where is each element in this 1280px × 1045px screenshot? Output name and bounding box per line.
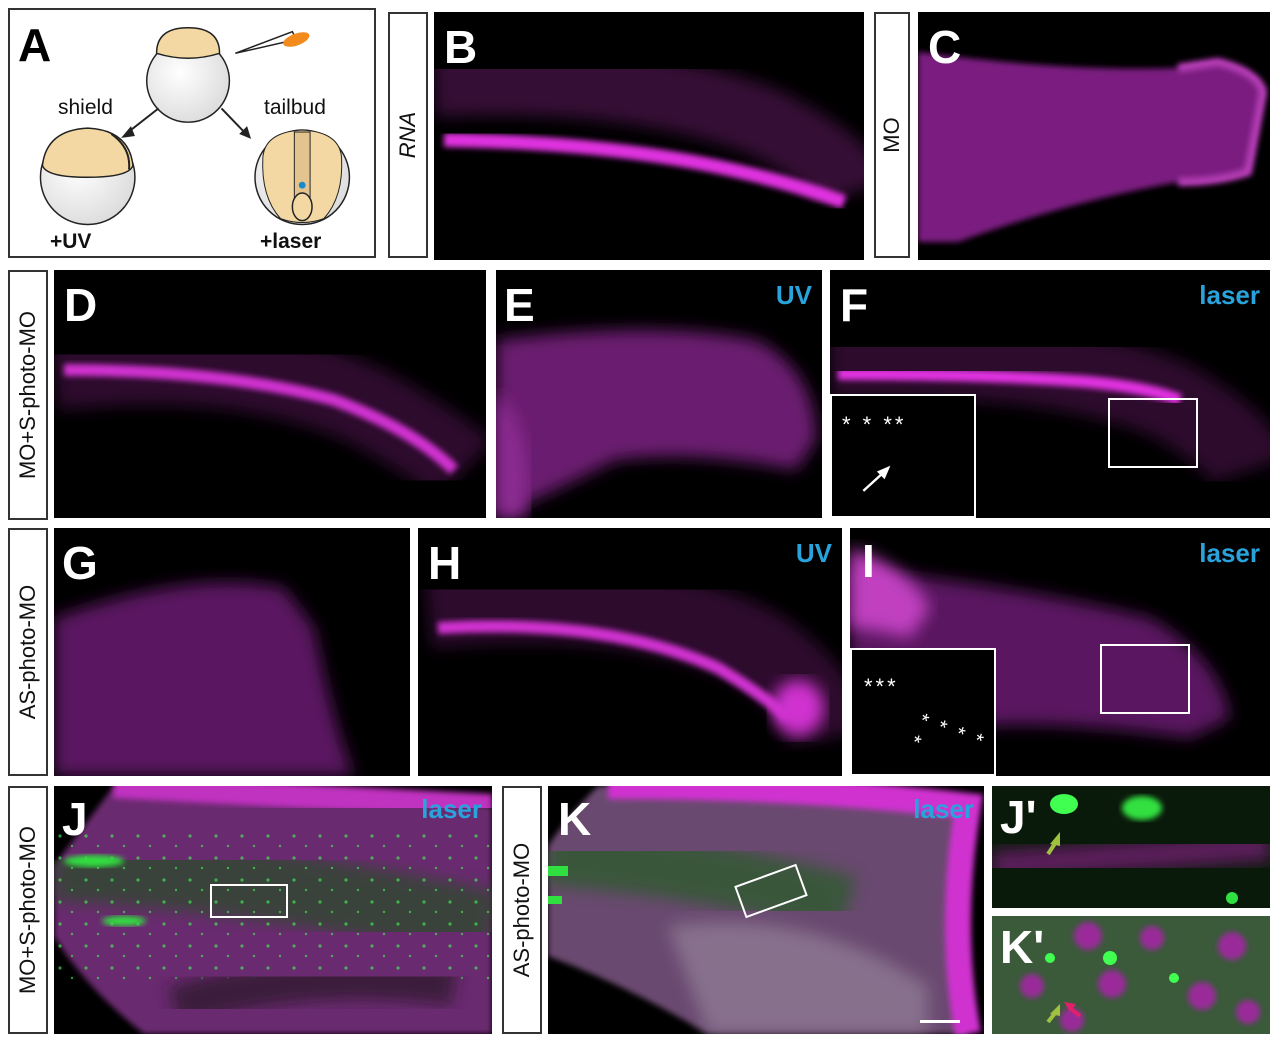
panel-i-letter: I [862,535,875,587]
panel-j-prime-image [992,786,1270,908]
panel-e: E UV [496,270,822,518]
panel-f: F laser * * ** [830,270,1270,518]
panel-d-image [54,325,486,500]
panel-c: C [918,12,1270,260]
panel-k-prime-letter: K' [1000,921,1045,973]
panel-j-prime-letter: J' [1000,791,1037,843]
panel-e-tag: UV [775,280,812,310]
panel-k: K laser [548,786,984,1034]
panel-f-zoom-box [1108,398,1198,468]
panel-j: J laser [54,786,492,1034]
side-label-mo: MO [874,12,910,258]
panel-b-letter: B [444,21,478,73]
panel-g-image [54,582,354,776]
panel-k-prime-image [992,916,1270,1034]
panel-h-tag: UV [795,538,832,568]
panel-j-prime: J' [992,786,1270,908]
panel-g: G [54,528,410,776]
panel-i: I laser *** * * * * * [850,528,1270,776]
panel-d-letter: D [64,279,98,331]
panel-e-letter: E [504,279,535,331]
panel-j-letter: J [62,793,88,845]
panel-k-image [548,786,984,1034]
panel-j-tag: laser [421,794,482,824]
row-label-j: MO+S-photo-MO [8,786,48,1034]
panel-i-zoom-box [1100,644,1190,714]
label-plus-laser: +laser [260,230,322,253]
panel-c-letter: C [928,21,962,73]
panel-e-image [496,330,816,518]
panel-i-tag: laser [1199,538,1260,568]
panel-c-image [918,52,1268,242]
panel-i-stars-top: *** [864,674,899,699]
panel-h-image [424,563,842,748]
panel-k-prime: K' [992,916,1270,1034]
label-plus-uv: +UV [50,230,92,253]
panel-f-letter: F [840,279,869,331]
row-label-mo-s-photo-mo: MO+S-photo-MO [8,270,48,520]
panel-f-inset: * * ** [830,394,976,518]
arrow-icon [862,465,891,492]
panel-f-image [830,318,1270,486]
embryo-schematic [39,26,351,226]
panel-i-stars-bottom: * * * * * [908,709,989,756]
panel-b-image [434,45,864,209]
panel-k-letter: K [558,793,592,845]
panel-i-inset: *** * * * * * [850,648,996,776]
panel-h-letter: H [428,537,462,589]
panel-g-letter: G [62,537,98,589]
panel-f-tag: laser [1199,280,1260,310]
label-tailbud: tailbud [264,96,326,119]
panel-h: H UV [418,528,842,776]
panel-j-zoom-box [210,884,288,918]
label-shield: shield [58,96,113,119]
side-label-rna: RNA [388,12,428,258]
row-label-as-photo-mo: AS-photo-MO [8,528,48,776]
panel-k-tag: laser [913,794,974,824]
panel-j-image [54,786,492,1034]
row-label-k: AS-photo-MO [502,786,542,1034]
panel-d: D [54,270,486,518]
panel-b: B [434,12,864,260]
panel-f-stars: * * ** [842,412,907,437]
panel-a-letter: A [18,19,52,71]
panel-a: A shield tailbud +UV +laser [8,8,376,258]
